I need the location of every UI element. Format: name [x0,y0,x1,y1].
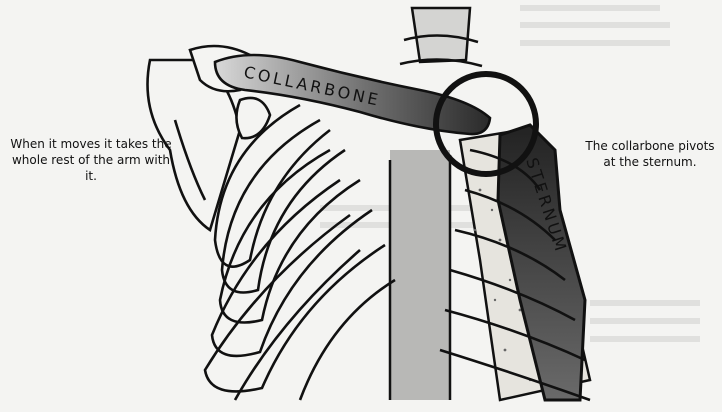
left-annotation: When it moves it takes the whole rest of… [6,136,176,184]
spine [390,8,482,400]
right-annotation: The collarbone pivots at the sternum. [584,138,716,170]
